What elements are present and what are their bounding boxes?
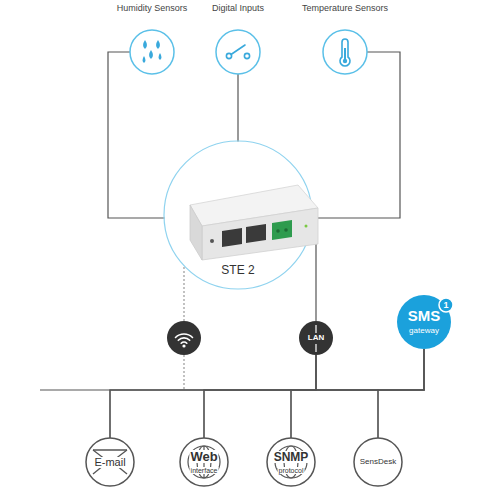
wifi-arc <box>178 338 189 340</box>
wifi-circle <box>167 321 201 355</box>
node-circle <box>397 295 451 349</box>
node-circle <box>180 438 228 486</box>
globe-outline <box>188 446 220 478</box>
node-text: SensDesk <box>359 458 397 466</box>
node-box: SNMP protocol <box>266 437 316 487</box>
connector-line <box>108 52 165 218</box>
connector-line <box>311 52 400 218</box>
node-text: SMS <box>407 308 442 323</box>
connector-line <box>291 355 316 439</box>
node-circle <box>216 30 260 74</box>
node-text: interface <box>190 467 219 474</box>
node-box: Digital Inputs <box>198 0 278 78</box>
terminal-screw <box>284 228 288 232</box>
connector-line <box>316 355 378 439</box>
node-text: Web <box>189 450 218 463</box>
node-box: Temperature Sensors <box>290 0 400 78</box>
node-circle <box>164 141 312 289</box>
node-box: SensDesk <box>353 437 403 487</box>
device-top <box>190 185 318 226</box>
node-text: E-mail <box>93 457 126 468</box>
badge-number: 1 <box>443 301 448 310</box>
node-text: STE 2 <box>220 264 255 276</box>
node-box: Web interface <box>179 437 229 487</box>
node-circle <box>323 30 367 74</box>
node-text: Temperature Sensors <box>301 4 389 13</box>
wifi-arc <box>181 342 187 343</box>
node-text: gateway <box>408 327 440 335</box>
device-side <box>190 205 202 260</box>
device-button <box>210 239 214 243</box>
connector-line <box>204 355 316 439</box>
node-text: LAN <box>307 334 325 342</box>
node-circle <box>130 30 174 74</box>
node-text: protocol <box>278 467 305 474</box>
wifi-dot <box>182 344 185 347</box>
node-box: LAN <box>299 321 333 355</box>
terminal-block <box>272 220 292 240</box>
connector-line <box>307 240 316 321</box>
node-box: SMS gateway <box>397 295 451 349</box>
node-box: Humidity Sensors <box>106 0 198 78</box>
connector-line <box>110 355 316 439</box>
status-led <box>305 225 308 228</box>
node-text: Humidity Sensors <box>116 4 189 13</box>
connector-line <box>237 73 238 141</box>
device-illustration <box>190 185 318 260</box>
connector-line <box>378 349 424 439</box>
node-box: E-mail <box>85 437 135 487</box>
connector-line <box>110 349 424 439</box>
device-front <box>202 208 318 260</box>
node-text: SNMP <box>273 451 310 463</box>
connector-line <box>291 349 424 439</box>
ethernet-port <box>222 228 242 247</box>
node-circle <box>354 438 402 486</box>
node-circle <box>267 438 315 486</box>
ethernet-port <box>246 224 266 243</box>
node-circle <box>299 321 333 355</box>
connector-line <box>204 349 424 439</box>
node-text: Digital Inputs <box>211 4 265 13</box>
globe-icon <box>188 446 220 478</box>
wifi-arc <box>176 334 193 338</box>
node-circle <box>86 438 134 486</box>
terminal-screw <box>276 229 280 233</box>
node-box: STE 2 <box>163 140 313 290</box>
